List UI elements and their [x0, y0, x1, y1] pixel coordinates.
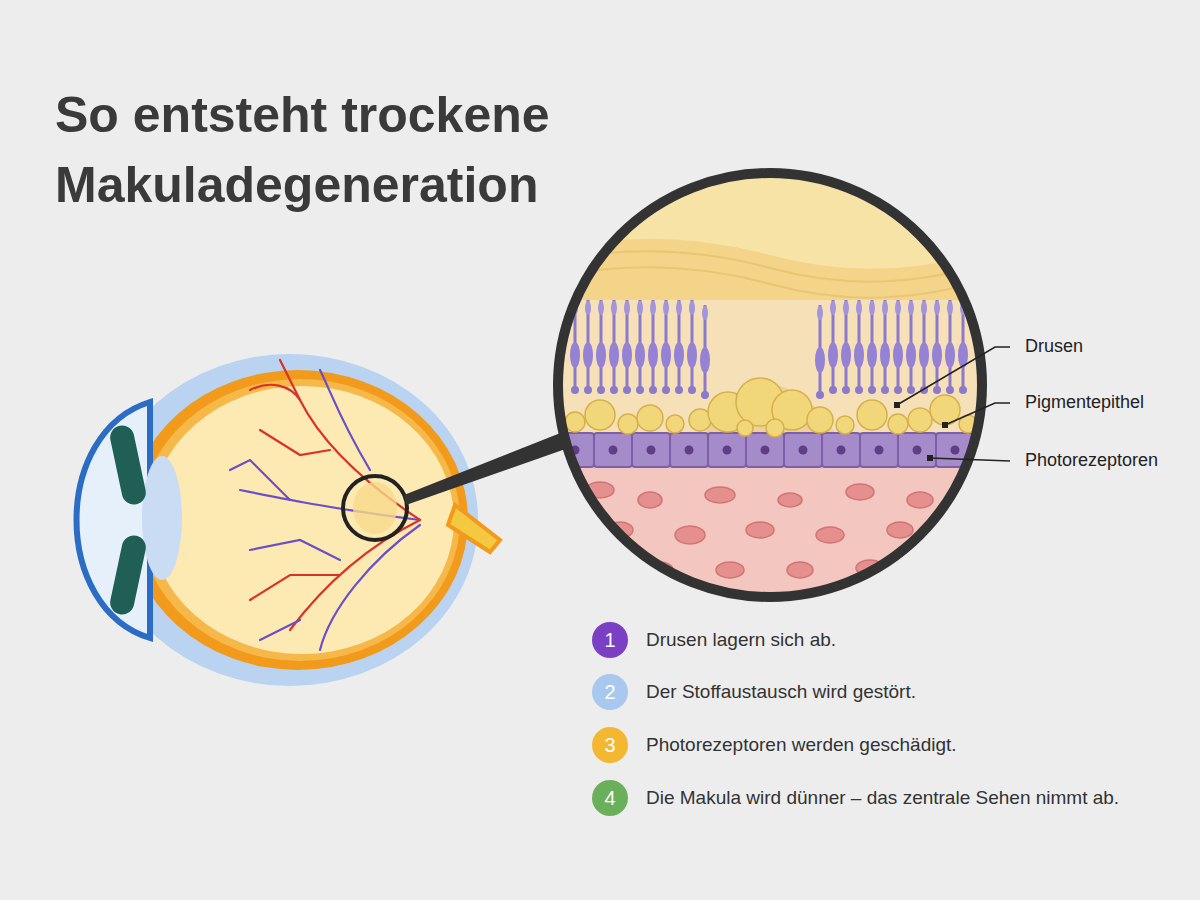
part-label: Drusen: [1025, 336, 1083, 357]
epithelial-cell: [898, 433, 936, 467]
zoom-frame: [558, 173, 982, 597]
photoreceptor: [596, 300, 606, 394]
step-circle: 3: [592, 727, 628, 763]
photoreceptor: [867, 300, 877, 394]
callout-number: 4: [604, 787, 615, 810]
epithelial-cell: [860, 433, 898, 467]
macula: [353, 482, 397, 534]
step-circle: 1: [592, 622, 628, 658]
photoreceptor: [635, 300, 645, 394]
cornea: [77, 402, 151, 638]
choroid-layer: [140, 379, 460, 661]
leader-line: [930, 458, 1010, 461]
leader-dot: [927, 455, 933, 461]
vitreous: [150, 386, 454, 654]
epithelial-cell: [746, 433, 784, 467]
step-circle: 4: [592, 780, 628, 816]
step-item: 3 Photorezeptoren werden geschädigt.: [592, 725, 957, 765]
leader-dots: [894, 402, 948, 461]
epithelial-cell: [708, 433, 746, 467]
step-item: 1 Drusen lagern sich ab.: [592, 620, 836, 660]
retina-layer: [128, 370, 468, 670]
zoom-connector: [404, 430, 574, 505]
epithelial-cell: [594, 433, 632, 467]
step-text: Der Stoffaustausch wird gestört.: [646, 681, 916, 703]
callout-number: 3: [604, 734, 615, 757]
step-item: 2 Der Stoffaustausch wird gestört.: [592, 672, 916, 712]
magnifier: [343, 476, 407, 540]
photoreceptor: [648, 300, 658, 394]
epithelial-cell: [784, 433, 822, 467]
photoreceptor: [622, 300, 632, 394]
photoreceptor: [841, 300, 851, 394]
photoreceptor: [880, 300, 890, 394]
photoreceptor: [700, 305, 710, 399]
callout-number: 2: [604, 681, 615, 704]
photoreceptor: [893, 300, 903, 394]
step-circle: 2: [592, 674, 628, 710]
leader-dot: [942, 422, 948, 428]
leader-lines: [897, 347, 1010, 461]
step-item: 4 Die Makula wird dünner – das zentrale S…: [592, 778, 1119, 818]
epithelial-cell: [822, 433, 860, 467]
step-text: Photorezeptoren werden geschädigt.: [646, 734, 957, 756]
photoreceptor: [919, 300, 929, 394]
step-text: Drusen lagern sich ab.: [646, 629, 836, 651]
photoreceptor: [674, 300, 684, 394]
optic-nerve: [448, 505, 500, 552]
zoom-view: [550, 170, 1012, 616]
sclera: [102, 354, 478, 686]
step-text: Die Makula wird dünner – das zentrale Se…: [646, 787, 1119, 809]
photoreceptor: [828, 300, 838, 394]
pigment-epithelium: [556, 433, 1012, 467]
callout-number: 1: [604, 629, 615, 652]
blood-vessels: [230, 360, 420, 650]
drusen: [565, 378, 977, 437]
epithelial-cell: [632, 433, 670, 467]
photoreceptor: [687, 300, 697, 394]
photoreceptor: [583, 300, 593, 394]
title: So entsteht trockene Makuladegeneration: [55, 80, 615, 220]
choroid-vessels: [586, 482, 972, 578]
lens: [142, 456, 182, 580]
photoreceptor: [609, 300, 619, 394]
leader-dot: [894, 402, 900, 408]
photoreceptor: [854, 300, 864, 394]
photoreceptor: [906, 300, 916, 394]
photoreceptor: [945, 300, 955, 394]
photoreceptor: [815, 305, 825, 399]
part-label: Photorezeptoren: [1025, 450, 1158, 471]
photoreceptor: [661, 300, 671, 394]
leader-line: [945, 403, 1010, 425]
iris: [108, 533, 148, 616]
leader-line: [897, 347, 1010, 405]
iris: [108, 423, 148, 506]
part-label: Pigmentepithel: [1025, 392, 1144, 413]
epithelial-cell: [670, 433, 708, 467]
